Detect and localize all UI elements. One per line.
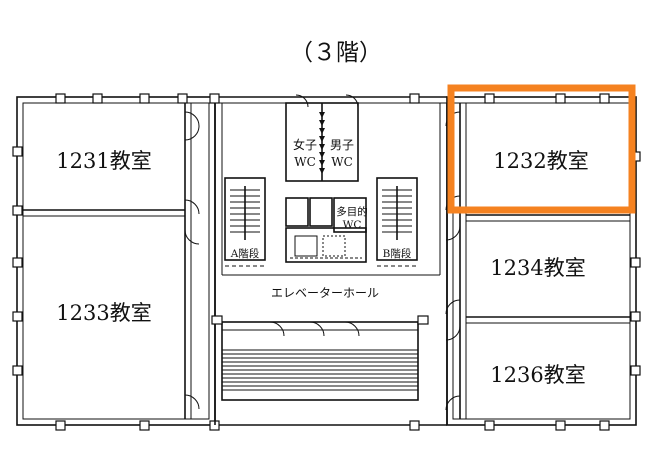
floor-title: （３階） [290,40,382,66]
stair-a-label: A階段 [230,247,260,260]
left-wing [23,103,200,419]
stair-b-outline [376,177,418,261]
mens-restroom-wc: WC [331,155,353,169]
central-core [211,94,448,425]
room-1234-label: 1234教室 [490,256,585,280]
stair-a-outline [224,177,266,261]
room-1231-label: 1231教室 [56,149,151,173]
columns [12,93,641,431]
room-1232-label: 1232教室 [493,149,588,173]
elevator-hall-label: エレベーターホール [271,286,379,300]
stair-b-label: B階段 [383,247,412,260]
room-1233-label: 1233教室 [56,301,151,325]
room-1236-label: 1236教室 [490,363,585,387]
stair-a-steps [230,186,260,240]
womens-restroom-wc: WC [294,155,316,169]
right-wing [445,103,630,419]
divider-markers [319,112,325,174]
central-staircase [221,321,419,401]
multipurpose-restroom-label: 多目的 [336,205,368,218]
elevator-shaft [285,227,367,263]
womens-restroom-label: 女子 [293,137,317,152]
highlight-room-1232 [447,84,636,214]
multipurpose-restroom-wc: WC [343,219,362,231]
stair-b-steps [382,186,412,240]
mens-restroom-label: 男子 [330,138,354,152]
